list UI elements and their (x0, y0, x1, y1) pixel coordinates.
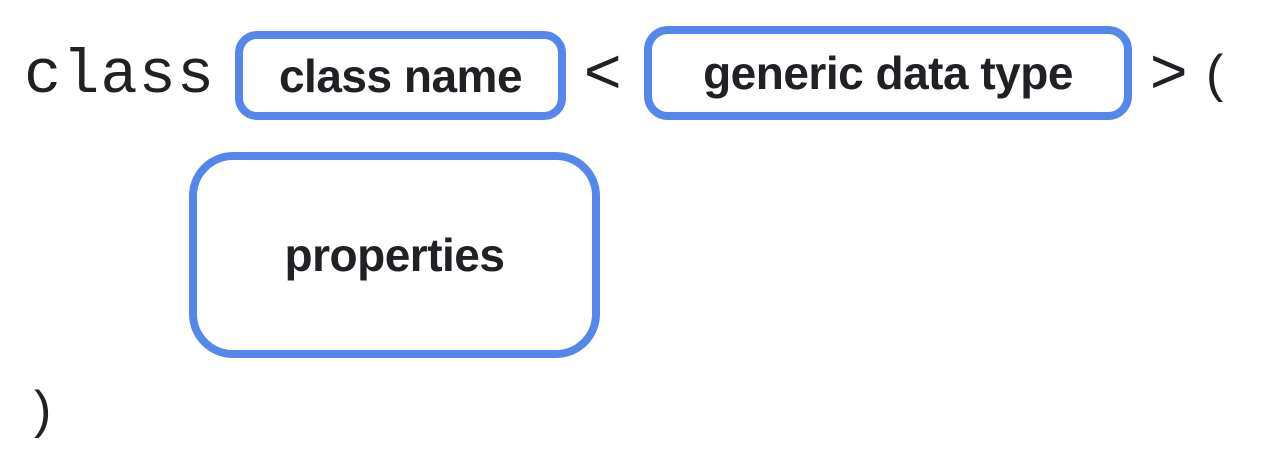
close-parenthesis: ) (34, 381, 52, 439)
close-angle-bracket: > (1150, 35, 1188, 107)
properties-box: properties (189, 152, 600, 358)
class-keyword: class (24, 40, 216, 111)
properties-label: properties (284, 229, 505, 281)
class-name-label: class name (278, 49, 523, 102)
class-name-box: class name (235, 31, 566, 120)
generic-data-type-box: generic data type (644, 26, 1132, 120)
open-parenthesis: ( (1206, 45, 1224, 103)
generic-data-type-label: generic data type (703, 47, 1073, 99)
open-angle-bracket: < (584, 35, 622, 107)
